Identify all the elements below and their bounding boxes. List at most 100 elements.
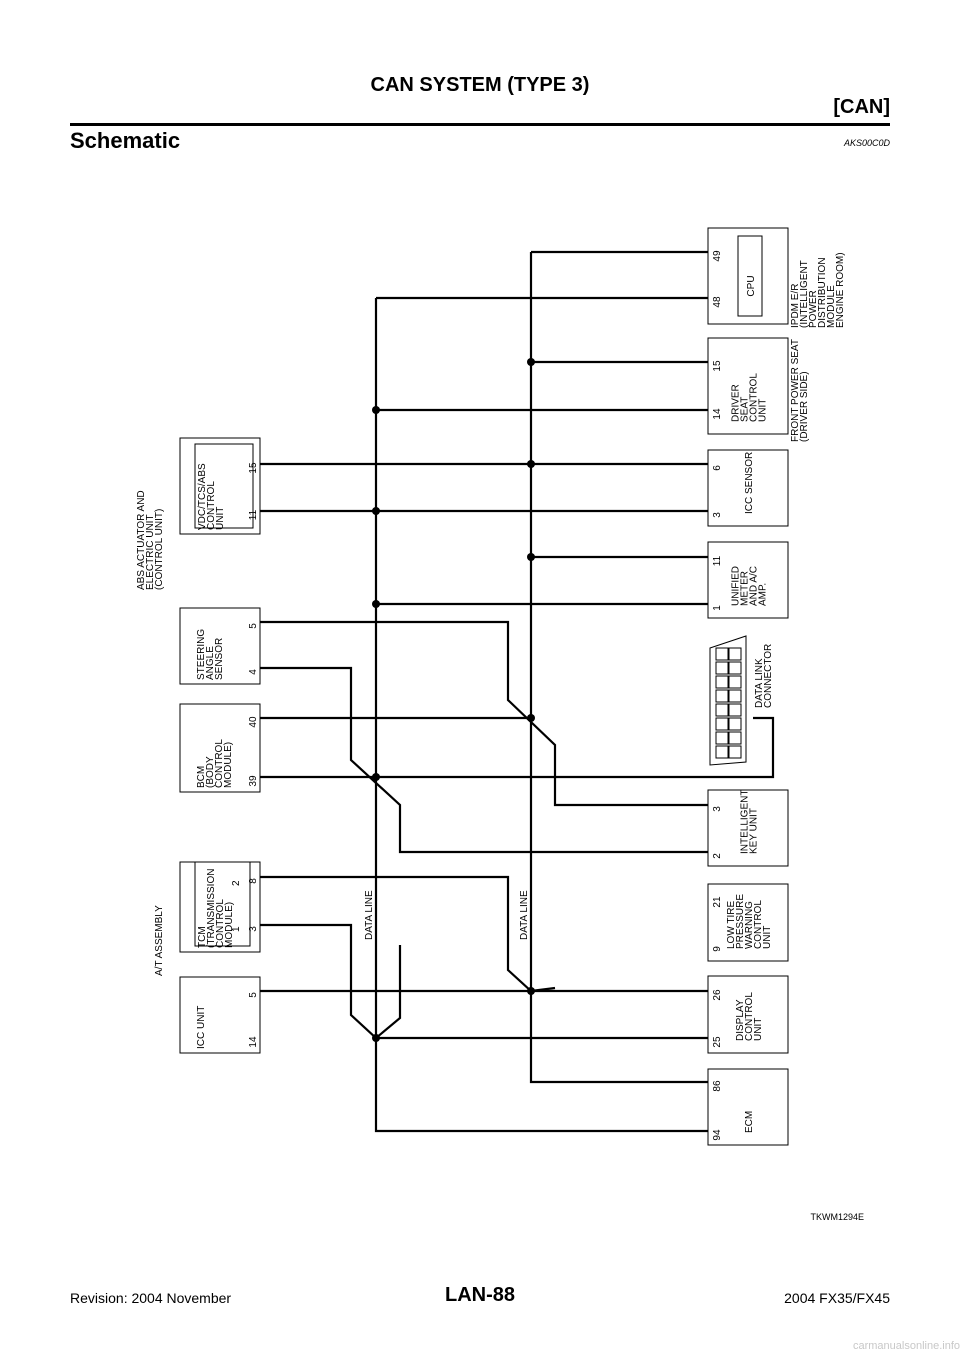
tcm-pin-3: 3 (248, 926, 259, 932)
ecm-pin-94: 94 (712, 1129, 723, 1141)
vdc-unit-outer-label: ELECTRIC UNIT (145, 514, 156, 590)
steering-angle-sensor-label: ANGLE (205, 646, 216, 680)
connector-pin-cell (715, 661, 729, 675)
wire-segment (530, 986, 556, 993)
page-title: CAN SYSTEM (TYPE 3) (370, 74, 590, 96)
connector-pin-cell (715, 647, 729, 661)
low-tire-pressure-unit-box (707, 883, 789, 962)
tcm-inner-pin-2: 2 (231, 880, 242, 886)
ipdm-label: CPU (746, 275, 757, 296)
bcm-pin-40: 40 (248, 716, 259, 728)
tcm-label: CONTROL (215, 899, 226, 948)
ipdm-inner-box (737, 235, 763, 317)
low-tire-pressure-unit-label: LOW TIRE (726, 901, 737, 949)
watermark-site: carmanualsonline.info (852, 1340, 960, 1352)
icc-unit-label: ICC UNIT (196, 1006, 207, 1049)
steering-angle-sensor-pin-5: 5 (248, 623, 259, 629)
intelligent-key-unit-pin-2: 2 (712, 853, 723, 859)
tcm-label: (TRANSMISSION (206, 869, 217, 948)
vdc-unit-outer-label: (CONTROL UNIT) (154, 509, 165, 590)
wire-segment (375, 945, 402, 1039)
splice-point (372, 507, 380, 515)
connector-pin-cell (728, 745, 742, 759)
icc-sensor-box (707, 449, 789, 527)
splice-point (527, 714, 535, 722)
ipdm-outer-label: MODULE (826, 285, 837, 328)
tcm-inner-box (194, 861, 251, 947)
section-tag: [CAN] (833, 96, 890, 118)
driver-seat-control-unit-box (707, 337, 789, 435)
vdc-unit-inner-box (194, 443, 254, 529)
tcm-inner-pin-1: 1 (231, 926, 242, 932)
connector-pin-cell (728, 661, 742, 675)
steering-angle-sensor-box (179, 607, 261, 685)
vdc-unit-outer-label: ABS ACTUATOR AND (136, 490, 147, 590)
unified-meter-label: AMP. (758, 583, 769, 606)
unified-meter-label: METER (740, 571, 751, 606)
display-control-unit-label: DISPLAY (735, 999, 746, 1041)
steering-angle-sensor-label: SENSOR (214, 638, 225, 680)
data-link-connector-outline (709, 635, 747, 766)
low-tire-pressure-unit-pin-9: 9 (712, 946, 723, 952)
driver-seat-control-unit-label: UNIT (758, 399, 769, 422)
steering-angle-sensor-pin-4: 4 (248, 669, 259, 675)
ipdm-outer-label: IPDM E/R (790, 284, 801, 328)
data-link-connector-label: DATA LINK (754, 658, 765, 708)
driver-seat-control-unit-pin-15: 15 (712, 360, 723, 372)
driver-seat-control-unit-pin-14: 14 (712, 408, 723, 420)
low-tire-pressure-unit-pin-21: 21 (712, 896, 723, 908)
ipdm-outer-label: (INTELLIGENT (799, 260, 810, 328)
splice-point (527, 987, 535, 995)
connector-pin-cell (728, 731, 742, 745)
header-rule (70, 123, 890, 126)
section-heading: Schematic (70, 128, 181, 153)
unified-meter-label: UNIFIED (731, 566, 742, 606)
wire-segment (260, 716, 775, 779)
driver-seat-control-unit-label: SEAT (740, 397, 751, 422)
tcm-label: MODULE) (224, 902, 235, 948)
intelligent-key-unit-pin-3: 3 (712, 806, 723, 812)
wire-segment (374, 298, 708, 1133)
driver-seat-control-unit-label: DRIVER (731, 384, 742, 422)
vdc-unit-pin-11: 11 (248, 509, 259, 520)
bcm-pin-39: 39 (248, 775, 259, 787)
vehicle-model: 2004 FX35/FX45 (784, 1290, 890, 1306)
bcm-box (179, 703, 261, 793)
connector-pin-cell (715, 745, 729, 759)
icc-sensor-pin-3: 3 (712, 512, 723, 518)
display-control-unit-pin-25: 25 (712, 1036, 723, 1048)
vdc-unit-box (179, 437, 261, 535)
connector-pin-cell (715, 731, 729, 745)
connector-pin-cell (728, 647, 742, 661)
tcm-outer-label: A/T ASSEMBLY (154, 905, 165, 976)
splice-point (527, 553, 535, 561)
wiring (260, 250, 775, 1133)
ipdm-outer-label: POWER (808, 290, 819, 328)
intelligent-key-unit-box (707, 789, 789, 867)
splice-point (372, 773, 380, 781)
icc-unit-box (179, 976, 261, 1054)
bcm-label: (BODY (205, 756, 216, 788)
bcm-label: BCM (196, 766, 207, 788)
ipdm-pin-48: 48 (712, 296, 723, 308)
bcm-label: MODULE) (223, 742, 234, 788)
driver-seat-control-unit-label: CONTROL (749, 373, 760, 422)
driver-seat-control-unit-outer-label: (DRIVER SIDE) (799, 371, 810, 442)
figure-id: TKWM1294E (810, 1212, 864, 1222)
data-line-label: DATA LINE (364, 890, 375, 940)
splice-point (372, 406, 380, 414)
connector-pin-cell (715, 689, 729, 703)
low-tire-pressure-unit-label: PRESSURE (735, 894, 746, 949)
unit-boxes (179, 227, 789, 1146)
intelligent-key-unit-label: KEY UNIT (749, 808, 760, 854)
splice-point (527, 460, 535, 468)
display-control-unit-box (707, 975, 789, 1054)
unified-meter-box (707, 541, 789, 619)
data-line-label: DATA LINE (519, 890, 530, 940)
icc-unit-pin-5: 5 (248, 992, 259, 998)
ipdm-outer-label: ENGINE ROOM) (835, 252, 846, 328)
ecm-box (707, 1068, 789, 1146)
connector-pin-cell (715, 717, 729, 731)
ecm-pin-86: 86 (712, 1080, 723, 1092)
